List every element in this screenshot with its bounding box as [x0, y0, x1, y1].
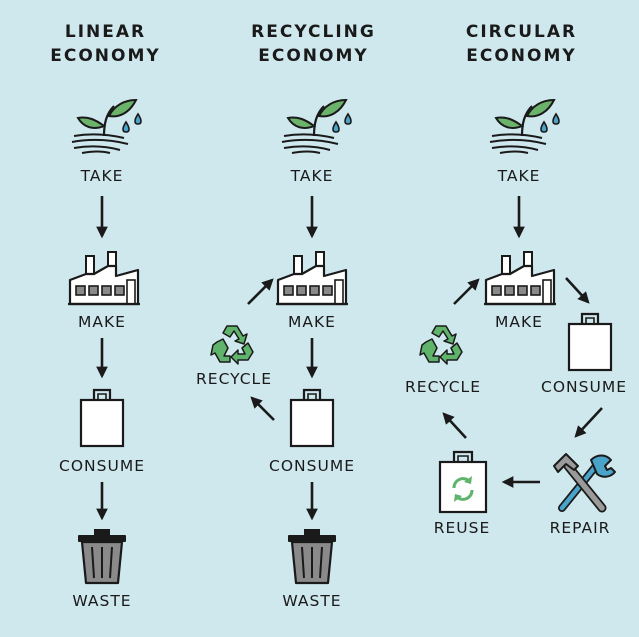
trash-can-icon: [74, 527, 130, 585]
label-waste: WASTE: [282, 592, 342, 610]
shopping-bag-icon: [77, 386, 127, 448]
heading-linear-economy: LINEAR ECONOMY: [18, 20, 193, 68]
label-reuse: REUSE: [433, 519, 491, 537]
label-waste: WASTE: [72, 592, 132, 610]
label-take: TAKE: [80, 167, 124, 185]
sprout-with-water-drops-icon: [486, 92, 566, 154]
label-recycle: RECYCLE: [405, 378, 481, 396]
label-recycle: RECYCLE: [196, 370, 272, 388]
arrow-consume-to-repair: [574, 407, 603, 438]
heading-line2: ECONOMY: [466, 46, 577, 66]
factory-icon: [480, 246, 560, 306]
arrow-consume-to-recycle: [250, 396, 275, 421]
label-make: MAKE: [495, 313, 543, 331]
arrow-recycle-to-make: [247, 278, 274, 305]
heading-circular-economy: CIRCULAR ECONOMY: [434, 20, 609, 68]
recycle-arrows-icon: [417, 322, 467, 366]
label-consume: CONSUME: [59, 457, 145, 475]
hammer-wrench-icon: [548, 452, 618, 518]
factory-icon: [64, 246, 144, 306]
shopping-bag-icon: [565, 310, 615, 372]
reusable-bag-icon: [436, 448, 490, 514]
heading-recycling-economy: RECYCLING ECONOMY: [226, 20, 401, 68]
recycle-arrows-icon: [208, 322, 258, 366]
factory-icon: [272, 246, 352, 306]
label-consume: CONSUME: [541, 378, 627, 396]
arrow-make-to-consume: [565, 277, 590, 304]
label-repair: REPAIR: [549, 519, 611, 537]
label-make: MAKE: [78, 313, 126, 331]
sprout-with-water-drops-icon: [278, 92, 358, 154]
label-take: TAKE: [290, 167, 334, 185]
label-consume: CONSUME: [269, 457, 355, 475]
arrow-recycle-to-make: [453, 278, 480, 305]
heading-line2: ECONOMY: [50, 46, 161, 66]
heading-line1: CIRCULAR: [465, 22, 578, 42]
label-make: MAKE: [288, 313, 336, 331]
heading-line1: LINEAR: [64, 22, 147, 42]
shopping-bag-icon: [287, 386, 337, 448]
sprout-with-water-drops-icon: [68, 92, 148, 154]
trash-can-icon: [284, 527, 340, 585]
heading-line2: ECONOMY: [258, 46, 369, 66]
heading-line1: RECYCLING: [251, 22, 376, 42]
arrow-reuse-to-recycle: [442, 412, 467, 439]
label-take: TAKE: [497, 167, 541, 185]
